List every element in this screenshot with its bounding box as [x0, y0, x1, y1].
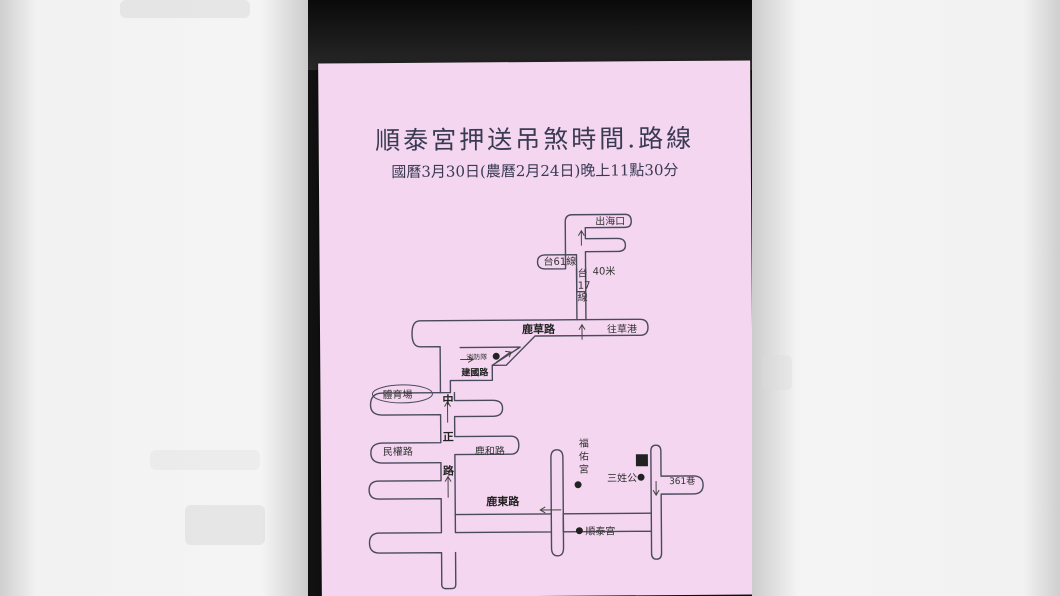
jianguo-road-label: 建國路	[461, 366, 489, 378]
road-ludong	[441, 512, 652, 590]
road-zhongzheng-right	[453, 391, 704, 560]
route-map: 出海口 台61線 40米 台 17 線 鹿草路 往草港 消防隊 建國路 體育場 …	[368, 213, 704, 590]
arrow-north-icon	[577, 229, 585, 246]
flyer-paper: 順泰宮押送吊煞時間.路線 國曆3月30日(農曆2月24日)晚上11點30分	[318, 60, 752, 596]
stadium-oval	[371, 384, 433, 404]
shuntai-temple-label: 順泰宮	[585, 524, 615, 537]
arrow-south-icon	[652, 481, 660, 497]
40m-label: 40米	[593, 264, 616, 277]
arrow-west-icon	[539, 506, 562, 514]
fuyou-temple-label: 宮	[579, 463, 589, 476]
arrow-north-icon	[578, 323, 586, 340]
fuyou-temple-label: 福	[579, 437, 589, 450]
zhongzheng-road-label: 正	[443, 431, 454, 444]
sanxinggong-label: 三姓公	[607, 471, 637, 484]
ludong-road-label: 鹿東路	[486, 494, 520, 508]
lucao-road-label: 鹿草路	[522, 322, 556, 336]
left-ghost-shape	[150, 450, 260, 470]
dark-background	[308, 0, 752, 70]
route17-label: 線	[578, 291, 588, 304]
sanxinggong-marker-icon	[637, 473, 645, 481]
shuntai-temple-marker-icon	[575, 527, 583, 535]
arrow-northeast-icon	[495, 350, 512, 363]
fire-station-label: 消防隊	[466, 352, 487, 361]
fire-station-marker-icon	[492, 352, 500, 360]
sea-mouth-label: 出海口	[595, 214, 625, 227]
zhongzheng-road-label: 路	[443, 464, 455, 478]
arrow-east-icon	[460, 356, 475, 363]
route17-label: 17	[578, 281, 591, 292]
road-stadium-area	[369, 391, 442, 464]
to-caogang-label: 往草港	[607, 322, 637, 335]
zhongzheng-road-label: 中	[442, 393, 453, 407]
left-ghost-shape	[120, 0, 250, 18]
arrow-north-icon	[444, 400, 451, 423]
minquan-road-label: 民權路	[383, 445, 413, 458]
luhe-road-label: 鹿和路	[475, 444, 505, 457]
sanxinggong-square-icon	[635, 454, 648, 467]
road-jianguo	[459, 346, 521, 367]
fuyou-temple-label: 佑	[579, 450, 589, 463]
right-blurred-backdrop	[752, 0, 1060, 596]
fuyou-temple-marker-icon	[574, 481, 582, 489]
stadium-label: 體育場	[382, 388, 412, 401]
left-blurred-backdrop	[0, 0, 308, 596]
left-ghost-shape	[185, 505, 265, 545]
route17-label: 台	[578, 267, 588, 280]
route61-label: 台61線	[543, 255, 576, 268]
road-zhongzheng-left	[368, 461, 443, 586]
road-lucao	[411, 318, 649, 394]
right-ghost-shape	[762, 355, 792, 390]
photo-frame: 順泰宮押送吊煞時間.路線 國曆3月30日(農曆2月24日)晚上11點30分	[308, 0, 752, 596]
road-temple-loop	[550, 531, 565, 557]
lane361-label: 361巷	[669, 476, 695, 487]
road-route17	[575, 267, 587, 321]
arrow-north-icon	[444, 475, 452, 498]
road-route61-top	[536, 213, 632, 293]
